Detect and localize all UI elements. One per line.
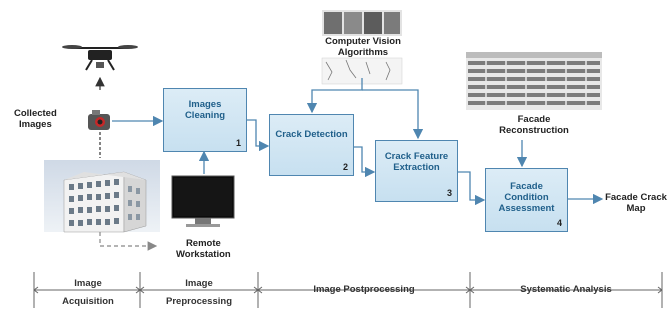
crack-feature-extraction-number: 3 <box>446 188 452 198</box>
facade-condition-assessment-line-3: Assessment <box>498 203 555 214</box>
arrow-extraction-to-assessment <box>458 171 486 206</box>
stage-image-acquisition: Image Acquisition <box>40 278 136 308</box>
facade-condition-assessment-line-1: Facade <box>510 181 543 192</box>
cv-algorithms-label: Computer Vision Algorithms <box>322 36 404 58</box>
stage-systematic-analysis: Systematic Analysis <box>476 284 656 296</box>
crack-detection-title: Crack Detection <box>270 129 353 140</box>
cv-algorithms-image <box>321 10 403 85</box>
stage-analysis-line-1: Systematic Analysis <box>520 284 612 295</box>
images-cleaning-box: Images Cleaning 1 <box>163 88 247 152</box>
stage-image-postprocessing: Image Postprocessing <box>264 284 464 296</box>
facade-reconstruction-image <box>466 52 602 110</box>
cv-algorithms-line-1: Computer Vision <box>325 36 401 47</box>
remote-workstation-line-1: Remote <box>185 238 221 249</box>
arrow-cv-to-extraction <box>362 89 424 140</box>
facade-reconstruction-label: Facade Reconstruction <box>494 114 574 136</box>
stage-image-preprocessing: Image Preprocessing <box>146 278 252 308</box>
collected-images-label: Collected Images <box>14 108 57 130</box>
facade-crack-map-label: Facade Crack Map <box>604 192 668 214</box>
stage-timeline <box>33 272 663 308</box>
facade-condition-assessment-title: Facade Condition Assessment <box>486 181 567 214</box>
crack-feature-extraction-title: Crack Feature Extraction <box>376 151 457 173</box>
facade-condition-assessment-box: Facade Condition Assessment 4 <box>485 168 568 232</box>
facade-condition-assessment-number: 4 <box>556 218 562 228</box>
crack-feature-extraction-box: Crack Feature Extraction 3 <box>375 140 458 202</box>
arrow-cv-to-detection <box>306 78 363 114</box>
stage-acquisition-line-2: Acquisition <box>62 296 114 307</box>
crack-feature-extraction-line-2: Extraction <box>393 162 440 173</box>
cv-algorithms-line-2: Algorithms <box>337 47 389 58</box>
remote-workstation-line-2: Workstation <box>176 249 231 260</box>
collected-images-line-1: Collected <box>14 108 57 119</box>
crack-feature-extraction-line-1: Crack Feature <box>384 151 449 162</box>
collected-images-line-2: Images <box>19 119 52 130</box>
building-image <box>44 160 160 233</box>
facade-reconstruction-line-2: Reconstruction <box>499 125 569 136</box>
images-cleaning-line-1: Images <box>188 99 222 110</box>
drone-icon <box>62 45 138 71</box>
facade-condition-assessment-line-2: Condition <box>504 192 549 203</box>
stage-acquisition-line-1: Image <box>74 278 102 289</box>
images-cleaning-title: Images Cleaning <box>164 99 246 121</box>
facade-reconstruction-line-1: Facade <box>517 114 551 125</box>
remote-workstation-label: Remote Workstation <box>176 238 231 260</box>
images-cleaning-line-2: Cleaning <box>184 110 226 121</box>
arrow-cleaning-to-detection <box>247 119 270 152</box>
stage-preprocessing-line-2: Preprocessing <box>166 296 232 307</box>
facade-crack-map-line-1: Facade Crack <box>605 192 667 203</box>
stage-postprocessing-line-1: Image Postprocessing <box>313 284 415 295</box>
crack-detection-line-1: Crack Detection <box>275 129 348 140</box>
facade-crack-map-line-2: Map <box>626 203 646 214</box>
images-cleaning-number: 1 <box>235 138 241 148</box>
monitor-icon <box>171 175 235 227</box>
connector-building-workstation <box>99 232 158 251</box>
stage-preprocessing-line-1: Image <box>185 278 213 289</box>
arrow-detection-to-extraction <box>354 146 376 178</box>
crack-detection-number: 2 <box>342 162 348 172</box>
crack-detection-box: Crack Detection 2 <box>269 114 354 176</box>
camera-icon <box>88 110 110 130</box>
